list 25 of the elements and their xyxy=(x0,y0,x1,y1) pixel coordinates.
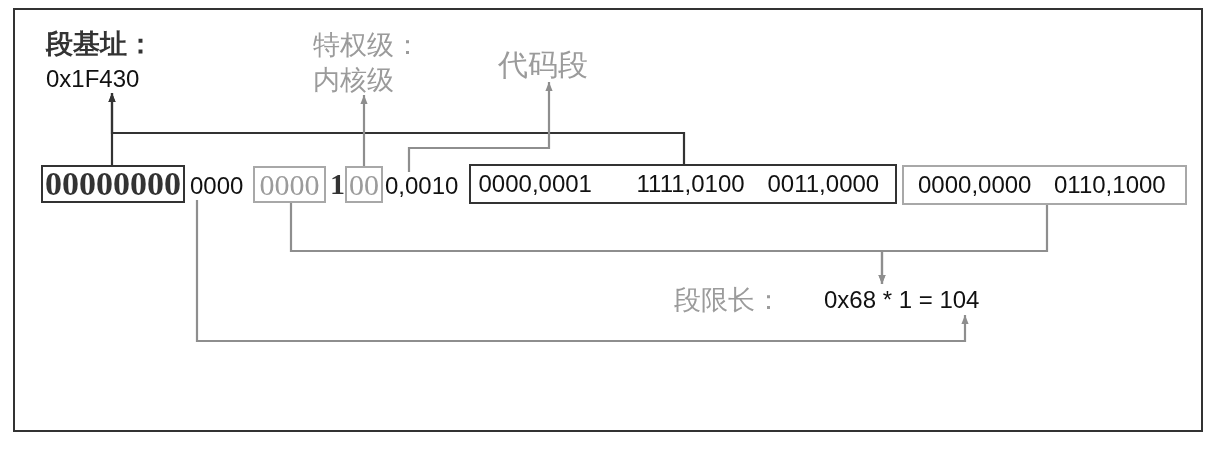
bit-field-box: 0000 xyxy=(253,166,326,203)
bit-digits: 1111,0100 xyxy=(636,169,745,198)
bit-digits: 0011,0000 xyxy=(767,169,880,198)
bit-digits: 0,0010 xyxy=(385,172,459,200)
field-value: 内核级 xyxy=(313,64,394,95)
field-value: 代码段 xyxy=(498,48,588,82)
bit-digits: 0110,1000 xyxy=(1054,171,1166,199)
bit-field-box: 00 xyxy=(345,166,383,203)
field-heading: 段基址： xyxy=(46,28,154,59)
bit-field-box xyxy=(469,164,897,204)
bit-digits: 0000,0001 xyxy=(478,169,592,198)
bit-digits: 0000,0000 xyxy=(918,171,1032,199)
field-value: 0x68 * 1 = 104 xyxy=(824,285,980,314)
bit-field-box xyxy=(902,165,1187,205)
connector-arrow xyxy=(878,205,1049,284)
field-heading: 段限长： xyxy=(674,284,782,315)
bit-digit: 1 xyxy=(330,168,345,200)
field-value: 0x1F430 xyxy=(46,65,140,93)
field-heading: 特权级： xyxy=(313,29,421,60)
bit-field-box: 00000000 xyxy=(41,165,185,203)
connector-arrow xyxy=(195,200,969,343)
bit-digits: 0000 xyxy=(190,172,244,200)
connector-arrow xyxy=(407,82,553,172)
connector-arrow xyxy=(108,93,686,164)
connector-arrow xyxy=(360,95,368,166)
